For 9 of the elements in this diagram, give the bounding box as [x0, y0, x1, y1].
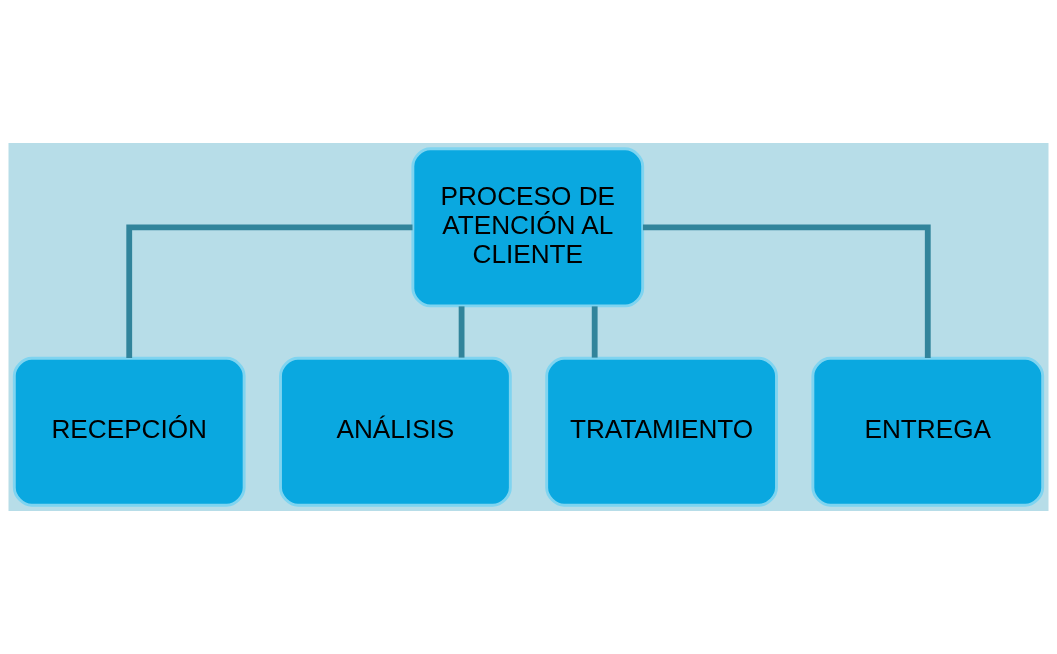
- connector: [642, 224, 931, 358]
- node-box: PROCESO DE ATENCIÓN AL CLIENTE: [411, 147, 645, 308]
- connector: [126, 224, 413, 358]
- node-box: RECEPCIÓN: [12, 356, 246, 507]
- node-box: TRATAMIENTO: [545, 356, 778, 507]
- connector: [591, 306, 598, 358]
- node-box: ENTREGA: [811, 356, 1045, 507]
- node-box: ANÁLISIS: [279, 356, 512, 507]
- connector: [458, 306, 465, 358]
